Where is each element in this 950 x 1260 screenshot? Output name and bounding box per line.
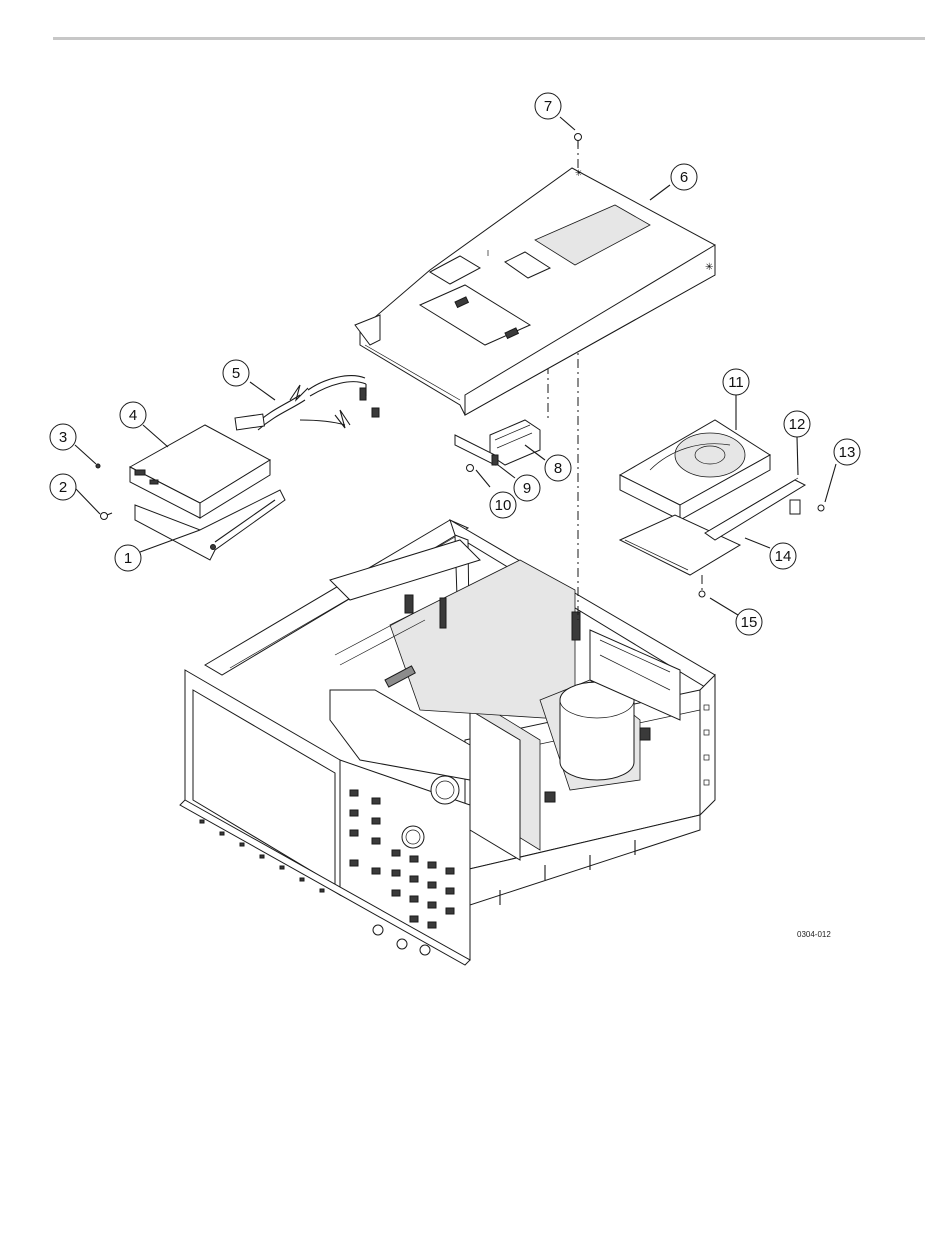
svg-text:2: 2 <box>59 479 67 496</box>
svg-text:6: 6 <box>680 169 688 186</box>
callout-4: 4 <box>120 402 146 428</box>
part-screw-13 <box>818 505 824 511</box>
svg-text:12: 12 <box>789 416 806 433</box>
svg-text:5: 5 <box>232 365 240 382</box>
svg-text:4: 4 <box>129 407 137 424</box>
part-screw-7 <box>575 134 582 148</box>
callout-3: 3 <box>50 424 76 450</box>
svg-text:13: 13 <box>839 444 856 461</box>
part-screw-15 <box>699 591 705 597</box>
svg-text:14: 14 <box>775 548 792 565</box>
svg-text:7: 7 <box>544 98 552 115</box>
svg-text:3: 3 <box>59 429 67 446</box>
callout-7: 7 <box>535 93 561 119</box>
figure-code: 0304-012 <box>797 930 831 939</box>
part-screw-10 <box>467 465 474 472</box>
svg-text:9: 9 <box>523 480 531 497</box>
svg-text:1: 1 <box>124 550 132 567</box>
part-drive-cover: ✳ ✳ <box>355 168 715 415</box>
svg-text:11: 11 <box>728 374 744 391</box>
part-hard-disk-drive <box>620 420 770 520</box>
instrument-chassis <box>180 520 715 965</box>
svg-text:15: 15 <box>741 614 758 631</box>
callout-1: 1 <box>115 545 141 571</box>
part-ribbon-cable <box>235 376 379 430</box>
svg-text:✳: ✳ <box>575 168 583 178</box>
svg-text:10: 10 <box>495 497 512 514</box>
callout-8: 8 <box>545 455 571 481</box>
callout-11: 11 <box>723 369 749 395</box>
part-floppy-cd-drive <box>130 425 270 518</box>
callout-13: 13 <box>834 439 860 465</box>
callout-10: 10 <box>490 492 516 518</box>
svg-text:8: 8 <box>554 460 562 477</box>
callout-2: 2 <box>50 474 76 500</box>
callout-9: 9 <box>514 475 540 501</box>
part-screw-3 <box>96 464 100 468</box>
callout-14: 14 <box>770 543 796 569</box>
part-screw-2 <box>101 513 113 520</box>
callout-15: 15 <box>736 609 762 635</box>
callout-5: 5 <box>223 360 249 386</box>
callout-12: 12 <box>784 411 810 437</box>
svg-text:✳: ✳ <box>705 262 713 273</box>
callout-6: 6 <box>671 164 697 190</box>
